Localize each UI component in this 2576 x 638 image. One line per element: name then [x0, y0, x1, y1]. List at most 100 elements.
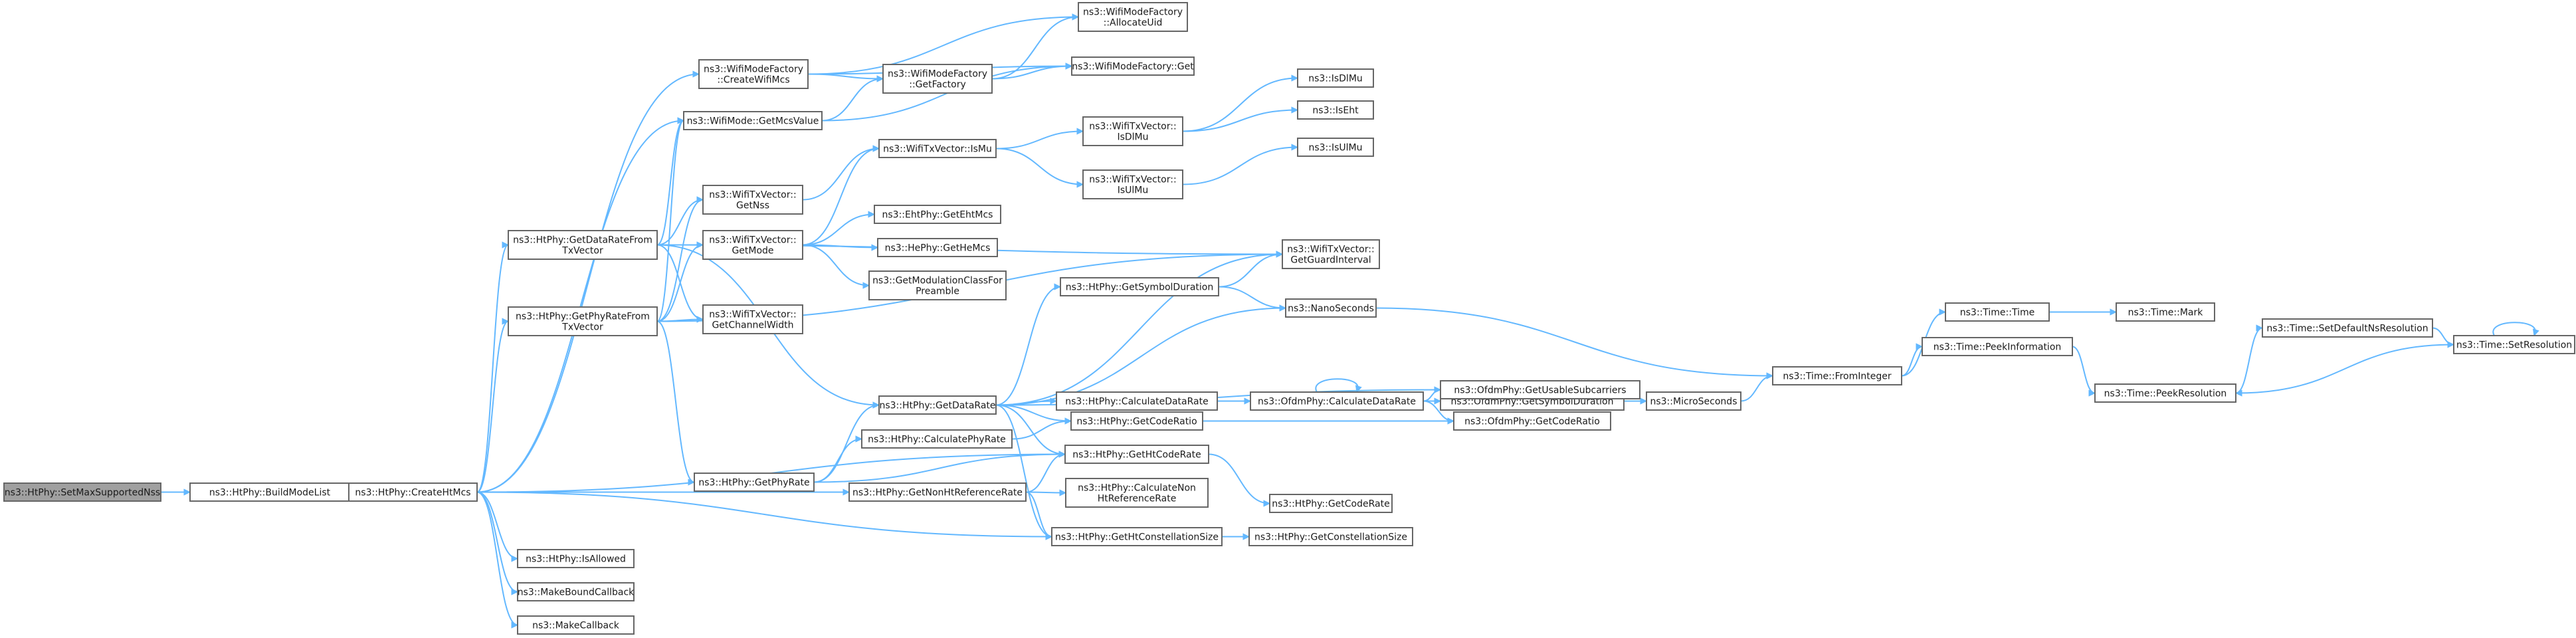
- node-box: [1297, 68, 1374, 88]
- node-getmcsvalue[interactable]: ns3::WifiMode::GetMcsValue: [683, 111, 823, 130]
- node-nanosec[interactable]: ns3::NanoSeconds: [1285, 298, 1377, 318]
- edge-line: [995, 148, 1084, 185]
- node-box: [1082, 116, 1183, 146]
- node-ofdm_getcoderatio[interactable]: ns3::OfdmPhy::GetCodeRatio: [1453, 411, 1611, 431]
- edge-arrow: [855, 435, 863, 443]
- node-peekres[interactable]: ns3::Time::PeekResolution: [2094, 383, 2236, 403]
- node-setres[interactable]: ns3::Time::SetResolution: [2453, 335, 2575, 354]
- node-box: [1070, 411, 1203, 431]
- node-box: [508, 230, 658, 260]
- node-createht[interactable]: ns3::HtPhy::CreateHtMcs: [348, 482, 478, 502]
- node-factoryget[interactable]: ns3::WifiModeFactory::Get: [1071, 56, 1195, 76]
- node-gethe[interactable]: ns3::HePhy::GetHeMcs: [877, 238, 998, 257]
- node-label: GetNss: [736, 201, 769, 211]
- edge-arrow: [862, 282, 870, 289]
- node-setmax[interactable]: ns3::HtPhy::SetMaxSupportedNss: [3, 482, 161, 502]
- node-getsymdur_ht[interactable]: ns3::HtPhy::GetSymbolDuration: [1060, 277, 1219, 296]
- node-getcoderatio_ht[interactable]: ns3::HtPhy::GetCodeRatio: [1070, 411, 1203, 431]
- edge-getphyrate_from-to-getnss: [656, 196, 704, 322]
- edge-line: [656, 320, 695, 483]
- edge-peekres-to-setdefaultres: [2235, 324, 2264, 394]
- edge-arrow: [1072, 13, 1080, 21]
- node-box: [1065, 478, 1209, 508]
- node-isulmu_tx[interactable]: ns3::WifiTxVector::IsUlMu: [1082, 169, 1183, 199]
- node-calcdatarate_ht[interactable]: ns3::HtPhy::CalculateDataRate: [1056, 391, 1218, 411]
- edge-arrow: [868, 211, 876, 218]
- edge-arrow: [1276, 251, 1284, 258]
- node-box: [1248, 527, 1413, 546]
- edge-getnonht-to-calcnonht: [1025, 489, 1067, 496]
- node-calcphyrate[interactable]: ns3::HtPhy::CalculatePhyRate: [861, 429, 1013, 449]
- node-allocuid[interactable]: ns3::WifiModeFactory::AllocateUid: [1078, 2, 1188, 32]
- edge-arrow: [1640, 397, 1648, 405]
- node-label: GetChannelWidth: [712, 320, 793, 331]
- node-ismu[interactable]: ns3::WifiTxVector::IsMu: [878, 139, 997, 158]
- node-box: [878, 395, 997, 415]
- edge-setmax-to-buildmode: [161, 488, 191, 496]
- node-box: [1285, 298, 1377, 318]
- node-getdatarate[interactable]: ns3::HtPhy::GetDataRate: [878, 395, 997, 415]
- edge-nanosec-to-frominteger: [1375, 307, 1774, 379]
- edge-line: [476, 491, 518, 626]
- node-getnss[interactable]: ns3::WifiTxVector::GetNss: [702, 185, 803, 215]
- edge-line: [995, 404, 1052, 538]
- node-frominteger[interactable]: ns3::Time::FromInteger: [1772, 366, 1902, 385]
- node-getfactory[interactable]: ns3::WifiModeFactory::GetFactory: [882, 64, 993, 94]
- node-makecb[interactable]: ns3::MakeCallback: [517, 615, 635, 635]
- node-gethtconst[interactable]: ns3::HtPhy::GetHtConstellationSize: [1051, 527, 1223, 546]
- node-gethtcoderate[interactable]: ns3::HtPhy::GetHtCodeRate: [1064, 445, 1209, 464]
- edge-line: [1423, 389, 1441, 402]
- edge-arrow: [1291, 74, 1299, 82]
- node-iseht[interactable]: ns3::IsEht: [1297, 100, 1374, 120]
- node-createwifimcs[interactable]: ns3::WifiModeFactory::CreateWifiMcs: [698, 59, 809, 89]
- node-label: ns3::HtPhy::GetHtCodeRate: [1072, 450, 1201, 461]
- node-timemark[interactable]: ns3::Time::Mark: [2116, 302, 2215, 322]
- edge-getmode-to-geteht: [802, 211, 876, 246]
- edge-arrow: [502, 241, 510, 249]
- edge-frominteger-to-peekinfo: [1901, 343, 1924, 377]
- node-isulmu[interactable]: ns3::IsUlMu: [1297, 138, 1374, 157]
- node-ofdm_calcdatarate[interactable]: ns3::OfdmPhy::CalculateDataRate: [1250, 391, 1424, 411]
- edge-arrow: [502, 318, 510, 325]
- node-getcoderate[interactable]: ns3::HtPhy::GetCodeRate: [1269, 494, 1393, 513]
- node-getconst[interactable]: ns3::HtPhy::GetConstellationSize: [1248, 527, 1413, 546]
- edge-arrow: [677, 117, 685, 124]
- node-getphyrate[interactable]: ns3::HtPhy::GetPhyRate: [694, 473, 815, 492]
- edge-line: [1208, 453, 1270, 504]
- node-box: [702, 185, 803, 215]
- node-peekinfo[interactable]: ns3::Time::PeekInformation: [1922, 337, 2073, 356]
- node-isdlmu_tx[interactable]: ns3::WifiTxVector::IsDlMu: [1082, 116, 1183, 146]
- node-geteht[interactable]: ns3::EhtPhy::GetEhtMcs: [874, 205, 1001, 224]
- edge-ofdm_calcdatarate-to-ofdm_calcdatarate: [1315, 378, 1362, 393]
- node-timetime[interactable]: ns3::Time::Time: [1945, 302, 2050, 322]
- node-getnonht[interactable]: ns3::HtPhy::GetNonHtReferenceRate: [848, 482, 1027, 502]
- edge-line: [2235, 327, 2263, 394]
- node-box: [878, 139, 997, 158]
- node-getchanwidth[interactable]: ns3::WifiTxVector::GetChannelWidth: [702, 304, 803, 334]
- node-label: ns3::WifiTxVector::: [1089, 175, 1176, 185]
- edge-arrow: [842, 488, 850, 496]
- node-label: ns3::Time::FromInteger: [1783, 372, 1891, 382]
- node-setdefaultres[interactable]: ns3::Time::SetDefaultNsResolution: [2262, 318, 2433, 338]
- node-makebound[interactable]: ns3::MakeBoundCallback: [517, 582, 635, 601]
- node-ofdm_getusable[interactable]: ns3::OfdmPhy::GetUsableSubcarriers: [1440, 380, 1640, 399]
- node-buildmode[interactable]: ns3::HtPhy::BuildModeList: [189, 482, 350, 502]
- node-microsec[interactable]: ns3::MicroSeconds: [1646, 391, 1741, 411]
- node-label: ns3::HtPhy::GetDataRate: [879, 401, 995, 411]
- node-isdlmu[interactable]: ns3::IsDlMu: [1297, 68, 1374, 88]
- node-getguard[interactable]: ns3::WifiTxVector::GetGuardInterval: [1282, 239, 1380, 269]
- edge-getnss-to-ismu: [802, 145, 880, 201]
- node-label: ns3::HtPhy::GetNonHtReferenceRate: [852, 488, 1023, 498]
- node-isallowed[interactable]: ns3::HtPhy::IsAllowed: [517, 549, 635, 568]
- node-label: ns3::WifiTxVector::: [709, 235, 796, 246]
- node-getmode[interactable]: ns3::WifiTxVector::GetMode: [702, 230, 803, 260]
- node-label: ns3::HtPhy::GetDataRateFrom: [513, 235, 652, 246]
- edge-line: [995, 286, 1061, 406]
- edge-createht-to-getmcsvalue: [476, 117, 685, 493]
- edge-arrow: [696, 196, 704, 203]
